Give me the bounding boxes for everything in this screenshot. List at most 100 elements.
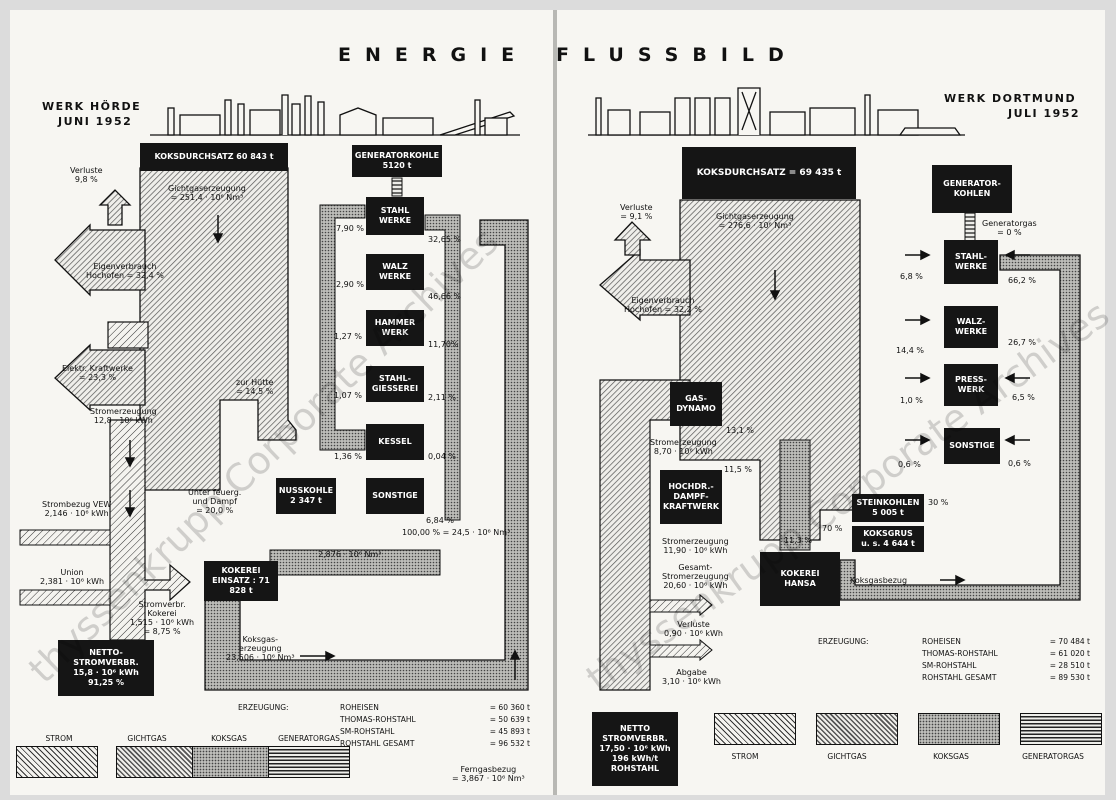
right-legend-strom-label: STROM [731,752,759,761]
left-zurhuette-label: zur Hütte= 14,5 % [236,378,274,396]
right-generatorkohlen-box: GENERATOR-KOHLEN [932,165,1012,213]
left-pct-136: 1,36 % [334,452,362,461]
right-pct-113: 11,3 % [784,536,812,545]
right-werk-name: WERK DORTMUND [944,92,1077,105]
title-left-part: ENERGIE [338,44,529,66]
erzeugung-row-name: SM-ROHSTAHL [922,661,977,670]
left-pct-211: 2,11 % [428,393,456,402]
right-factory-skyline-icon [588,87,965,136]
left-pct-1170: 11,70% [428,340,459,349]
left-kraftwerke-arrow [54,343,146,412]
left-generatorgas-link [391,177,403,197]
left-unterfeuer-label: Unter feuerg.und Dampf= 20,0 % [188,488,242,515]
right-pct-06a: 0,6 % [898,460,921,469]
right-generatorgas-label: Generatorgas= 0 % [982,219,1037,237]
right-verluste-arrow [613,221,652,256]
page-gutter [553,10,557,795]
erzeugung-row: SM-ROHSTAHL = 45 893 t [340,726,530,738]
left-legend-koksgas-swatch [192,746,274,778]
right-pct-70: 70 % [822,524,843,533]
erzeugung-row: ROHEISEN= 60 360 t [340,702,530,714]
left-pct-004: 0,04 % [428,452,456,461]
left-legend-gichtgas-swatch [116,746,198,778]
erzeugung-row: ROHSTAHL GESAMT= 89 530 t [922,672,1090,684]
erzeugung-row: THOMAS-ROHSTAHL = 61 020 t [922,648,1090,660]
erzeugung-row: SM-ROHSTAHL= 28 510 t [922,660,1090,672]
left-sonstige-box: SONSTIGE [366,478,424,514]
left-legend-gichtgas-label: GICHTGAS [127,734,167,743]
left-legend-koksgas-label: KOKSGAS [211,734,247,743]
left-legend-strom-swatch [16,746,98,778]
left-total-koksgas-label: 100,00 % = 24,5 · 10⁶ Nm³ [402,528,511,537]
right-pct-144: 14,4 % [896,346,924,355]
left-legend-strom-label: STROM [45,734,73,743]
erzeugung-row-value: = 89 530 t [1049,673,1090,682]
right-pct-267: 26,7 % [1008,338,1036,347]
right-erzeugung-heading: ERZEUGUNG: [818,637,869,646]
right-legend-gichtgas-label: GICHTGAS [827,752,867,761]
erzeugung-row-name: SM-ROHSTAHL [340,727,395,736]
erzeugung-row: ROHSTAHL GESAMT= 96 532 t [340,738,530,750]
erzeugung-row-value: = 60 360 t [489,703,530,712]
left-pct-4666: 46,66 % [428,292,462,301]
left-werk-date: JUNI 1952 [58,115,133,128]
left-legend-generatorgas-label: GENERATORGAS [278,734,340,743]
right-eigenverbrauch-arrow [599,248,691,322]
right-legend-strom-swatch [714,713,796,745]
right-verluste-strom-arrow [649,593,713,617]
erzeugung-row-name: THOMAS-ROHSTAHL [922,649,998,658]
right-koksgas-vertical [779,439,811,551]
flow-direction-arrows [124,215,1030,680]
right-koksgas-loop [839,254,1081,601]
erzeugung-row: THOMAS-ROHSTAHL= 50 639 t [340,714,530,726]
right-gichtgas-left-band [599,379,691,691]
left-ferngas-label: Ferngasbezug= 3,867 · 10⁶ Nm³ [452,765,525,783]
left-eigenverbrauch-arrow [54,223,146,297]
left-union-band [19,589,111,606]
erzeugung-row-value: = 50 639 t [489,715,530,724]
right-stahlwerke-box: STAHL-WERKE [944,240,998,284]
right-koksdurchsatz-box: KOKSDURCHSATZ = 69 435 t [682,147,856,199]
left-koksgas-distribution [319,204,366,451]
left-pct-790: 7,90 % [336,224,364,233]
erzeugung-row-value: = 61 020 t [1049,649,1090,658]
erzeugung-row-value: = 45 893 t [489,727,530,736]
left-legend-generatorgas-swatch [268,746,350,778]
left-pct-107: 1,07 % [334,391,362,400]
right-legend-gichtgas-swatch [816,713,898,745]
left-gichtgas-label: Gichtgaserzeugung= 251,4 · 10⁶ Nm³ [168,184,246,202]
left-strombezug-band [19,529,111,546]
right-pct-68: 6,8 % [900,272,923,281]
right-pct-131: 13,1 % [726,426,754,435]
left-strom-stub [107,321,149,349]
left-koksgas-return-label: 2,876 · 10⁶ Nm³ [318,550,382,559]
right-pct-662: 66,2 % [1008,276,1036,285]
right-gichtgas-main-band [679,199,861,541]
right-legend-generatorgas-swatch [1020,713,1102,745]
left-stahlgiesserei-box: STAHL-GIESSEREI [366,366,424,402]
left-pct-290: 2,90 % [336,280,364,289]
